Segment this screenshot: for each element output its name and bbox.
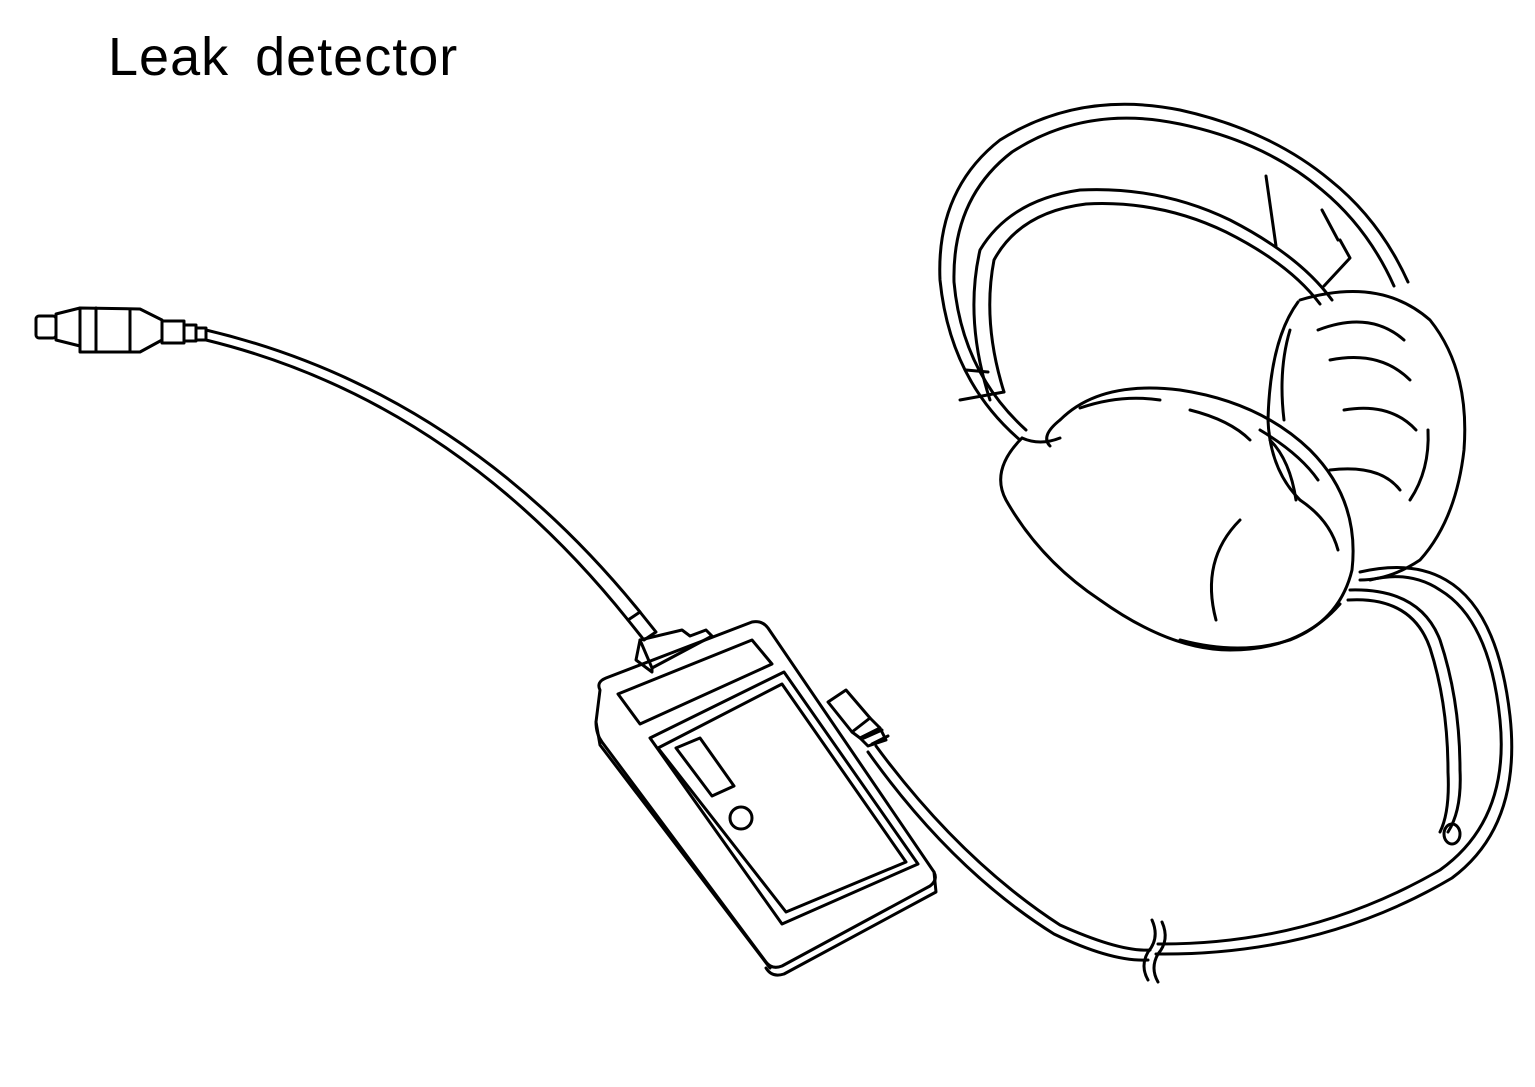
probe-tip xyxy=(34,306,208,354)
diagram-title: Leak detector xyxy=(108,27,459,87)
headphone-cable xyxy=(866,566,1514,984)
headphones xyxy=(938,102,1467,652)
probe-cable xyxy=(204,328,658,642)
detector-unit xyxy=(594,620,938,977)
